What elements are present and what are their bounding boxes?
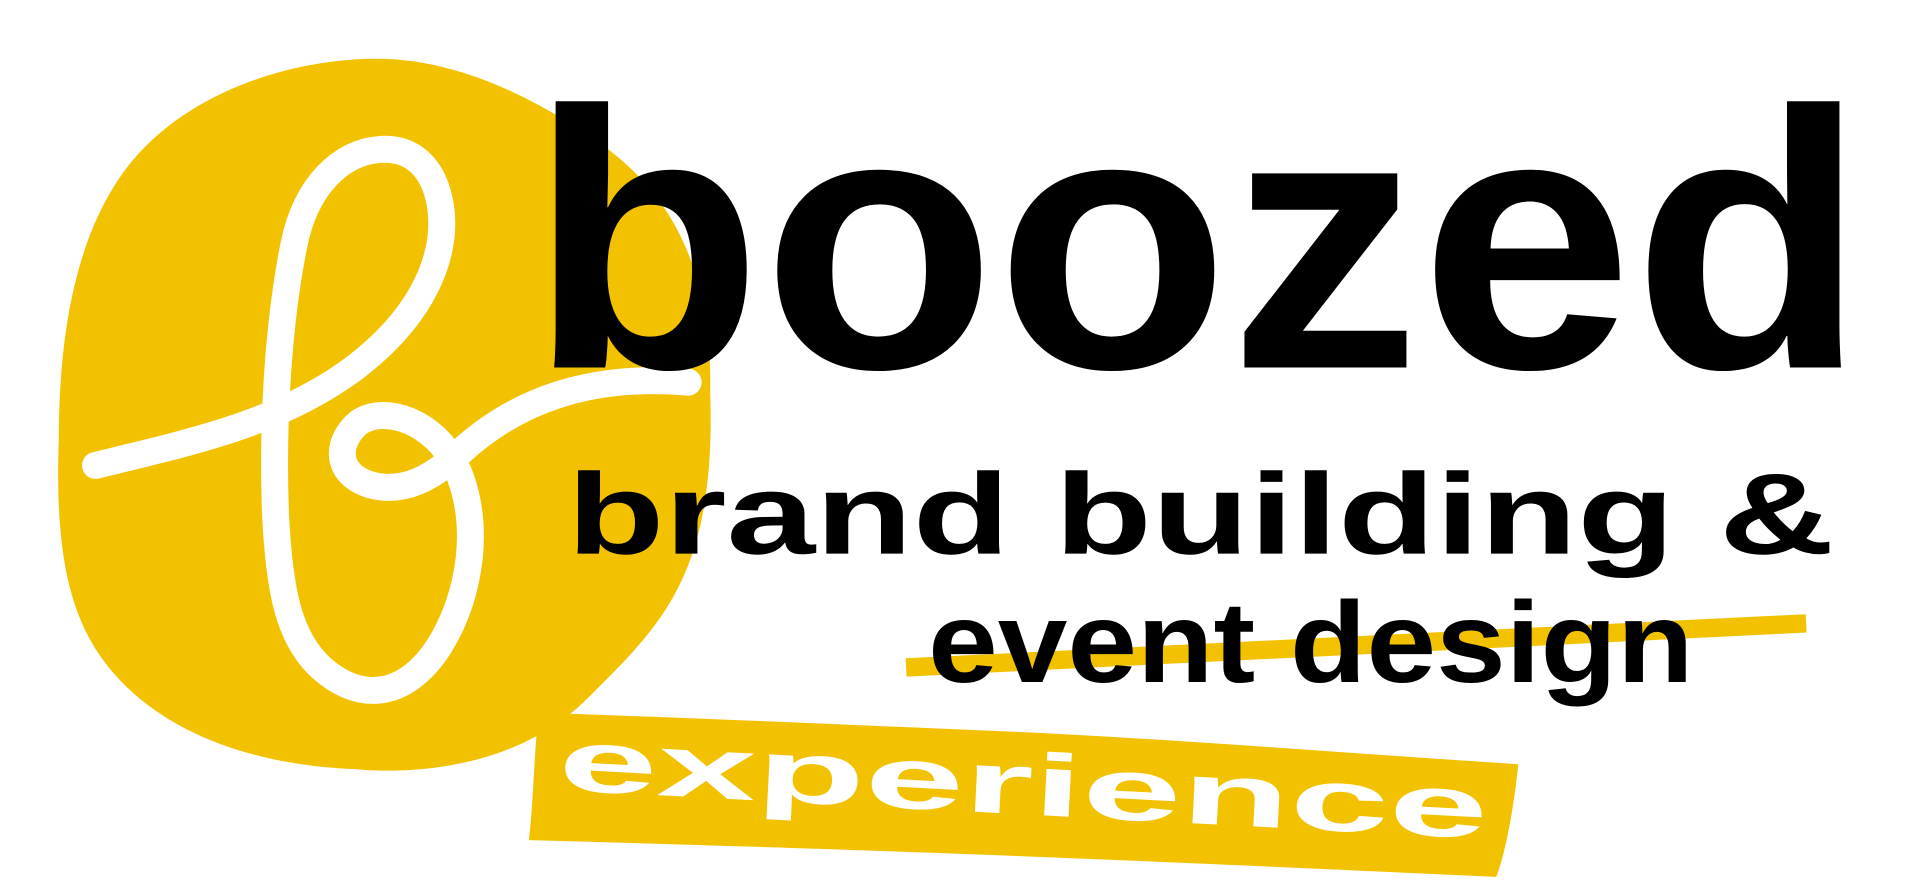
tag-background bbox=[528, 712, 1519, 877]
looped-b-icon bbox=[82, 135, 702, 704]
highlight-stroke bbox=[905, 614, 1807, 677]
experience-tag: experience bbox=[528, 710, 1519, 877]
brand-name: boozed bbox=[529, 34, 1866, 445]
emblem bbox=[58, 58, 711, 771]
tagline-line2: event design bbox=[928, 579, 1693, 707]
tagline-line1: brand building & bbox=[567, 451, 1834, 579]
